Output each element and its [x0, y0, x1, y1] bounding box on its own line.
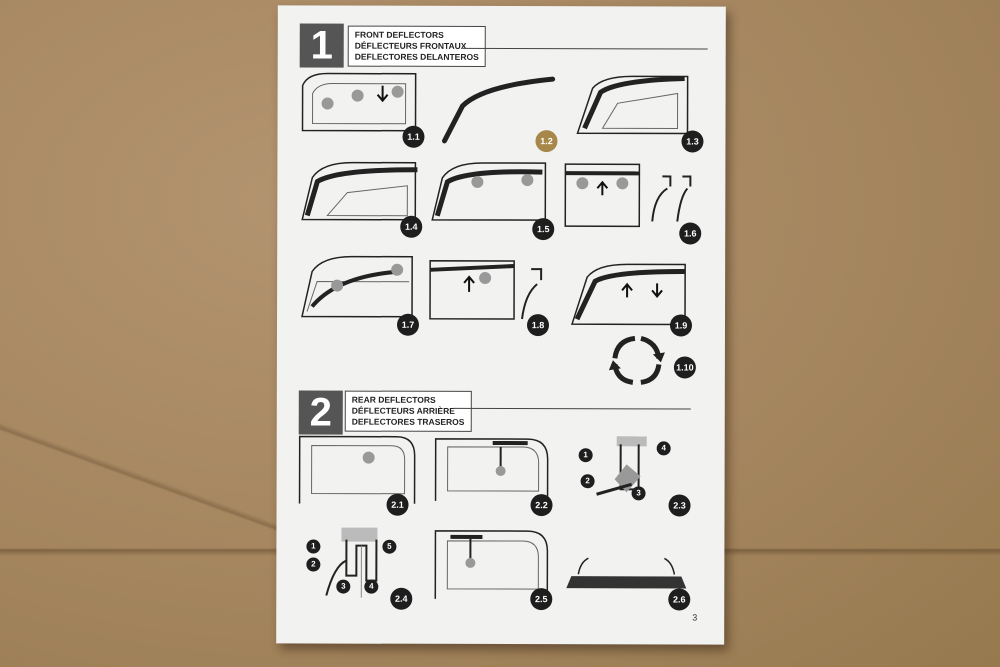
section-2-label-es: DEFLECTORES TRASEROS [351, 416, 465, 427]
illustration-2-3 [596, 436, 647, 496]
section-1-number: 1 [299, 23, 344, 68]
callout-2-3-1: 1 [578, 448, 593, 463]
section-1-label-en: FRONT DEFLECTORS [354, 29, 444, 40]
step-badge-2-1: 2.1 [386, 493, 409, 516]
section-2-label-fr: DÉFLECTEURS ARRIÈRE [351, 405, 455, 416]
illustration-1-8a [429, 260, 515, 320]
callout-2-4-3: 3 [336, 579, 351, 594]
illustration-2-4 [325, 527, 378, 598]
step-badge-2-3: 2.3 [668, 494, 691, 517]
callout-2-4-2: 2 [306, 557, 321, 572]
illustration-1-1 [301, 72, 417, 132]
step-badge-1-8: 1.8 [526, 314, 550, 337]
illustration-1-6a [564, 163, 641, 228]
section-1-label-fr: DÉFLECTEURS FRONTAUX [354, 40, 467, 51]
step-badge-1-3: 1.3 [681, 130, 704, 153]
illustration-1-3 [576, 75, 689, 135]
page-number: 3 [692, 612, 698, 623]
section-2-label-en: REAR DEFLECTORS [351, 394, 436, 405]
step-badge-1-9: 1.9 [669, 314, 693, 337]
illustration-2-2 [434, 438, 549, 502]
rotate-arrows-icon [608, 335, 665, 385]
callout-2-4-5: 5 [382, 539, 397, 554]
instruction-sheet: 1 FRONT DEFLECTORS DÉFLECTEURS FRONTAUX … [276, 5, 726, 645]
section-1-label: FRONT DEFLECTORS DÉFLECTEURS FRONTAUX DE… [347, 25, 486, 67]
illustration-2-6 [566, 557, 687, 589]
illustration-1-8b [521, 268, 543, 320]
illustration-2-1 [298, 435, 416, 504]
illustration-1-7 [301, 255, 413, 318]
step-badge-1-4: 1.4 [400, 215, 423, 238]
callout-2-4-1: 1 [306, 539, 321, 554]
section-1-label-es: DEFLECTORES DELANTEROS [354, 51, 479, 62]
illustration-1-5 [431, 162, 547, 221]
illustration-1-4 [301, 161, 418, 221]
step-badge-2-5: 2.5 [530, 588, 553, 611]
step-badge-2-6: 2.6 [668, 588, 691, 611]
callout-2-4-4: 4 [364, 579, 379, 594]
step-badge-2-2: 2.2 [530, 494, 553, 517]
callout-2-3-4: 4 [656, 441, 671, 456]
illustration-1-9 [570, 263, 686, 326]
step-badge-1-2: 1.2 [535, 130, 558, 153]
step-badge-1-1: 1.1 [402, 125, 425, 148]
illustration-1-6b [651, 175, 692, 222]
illustration-2-5 [434, 530, 549, 600]
cardboard-crease [0, 400, 300, 560]
step-badge-1-7: 1.7 [396, 313, 420, 336]
step-badge-1-6: 1.6 [679, 222, 702, 245]
illustration-1-2 [441, 76, 556, 144]
step-badge-1-5: 1.5 [532, 218, 555, 241]
callout-2-3-2: 2 [580, 474, 595, 489]
section-2-number: 2 [298, 390, 343, 435]
callout-2-3-3: 3 [631, 486, 646, 501]
step-badge-1-10: 1.10 [673, 356, 696, 379]
step-badge-2-4: 2.4 [390, 587, 413, 610]
section-2-rule [452, 407, 691, 410]
section-1-rule [462, 47, 708, 50]
section-2-label: REAR DEFLECTORS DÉFLECTEURS ARRIÈRE DEFL… [344, 390, 472, 432]
